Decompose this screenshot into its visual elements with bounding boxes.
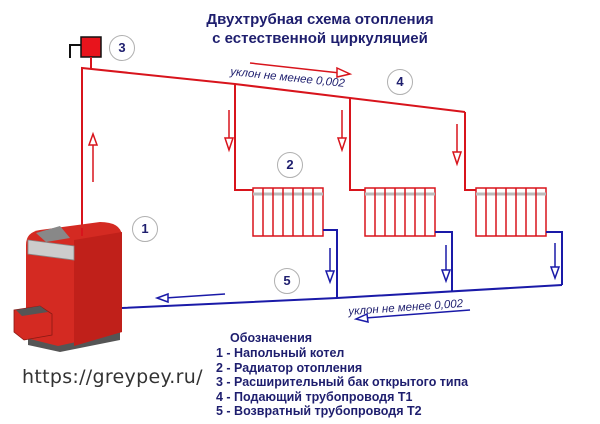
callout-expansion-tank: 3	[109, 35, 135, 61]
expansion-tank-icon	[69, 36, 102, 68]
radiator-1	[252, 187, 324, 237]
radiator-3	[475, 187, 547, 237]
legend-item-boiler: 1 - Напольный котел	[216, 346, 345, 360]
flow-arrow-right-icon	[249, 62, 353, 78]
return-flow-arrow-down-icon	[324, 243, 561, 285]
radiator-2	[364, 187, 436, 237]
flow-arrow-down-icon	[223, 110, 463, 167]
return-flow-arrow-left-icon	[154, 292, 471, 323]
flow-arrow-up-icon	[87, 131, 99, 182]
watermark-url: https://greypey.ru/	[22, 366, 203, 388]
legend-item-radiator: 2 - Радиатор отопления	[216, 360, 363, 375]
callout-boiler: 1	[132, 216, 158, 242]
supply-pipe-t1	[81, 66, 476, 236]
callout-return-pipe: 5	[274, 268, 300, 294]
legend-item-return-pipe: 5 - Возвратный трубопроводя Т2	[216, 404, 422, 418]
callout-radiator: 2	[277, 152, 303, 178]
legend: Обозначения 1 - Напольный котел 2 - Ради…	[216, 331, 468, 419]
legend-item-supply-pipe: 4 - Подающий трубопроводя Т1	[216, 389, 413, 404]
return-pipe-t2	[121, 229, 563, 309]
callout-supply-pipe: 4	[387, 69, 413, 95]
legend-item-expansion-tank: 3 - Расширительный бак открытого типа	[216, 375, 469, 389]
floor-boiler-icon	[13, 222, 122, 352]
legend-heading: Обозначения	[230, 331, 313, 345]
diagram-title-line2: с естественной циркуляцией	[212, 30, 428, 47]
diagram-title-line1: Двухтрубная схема отопления	[206, 11, 434, 28]
